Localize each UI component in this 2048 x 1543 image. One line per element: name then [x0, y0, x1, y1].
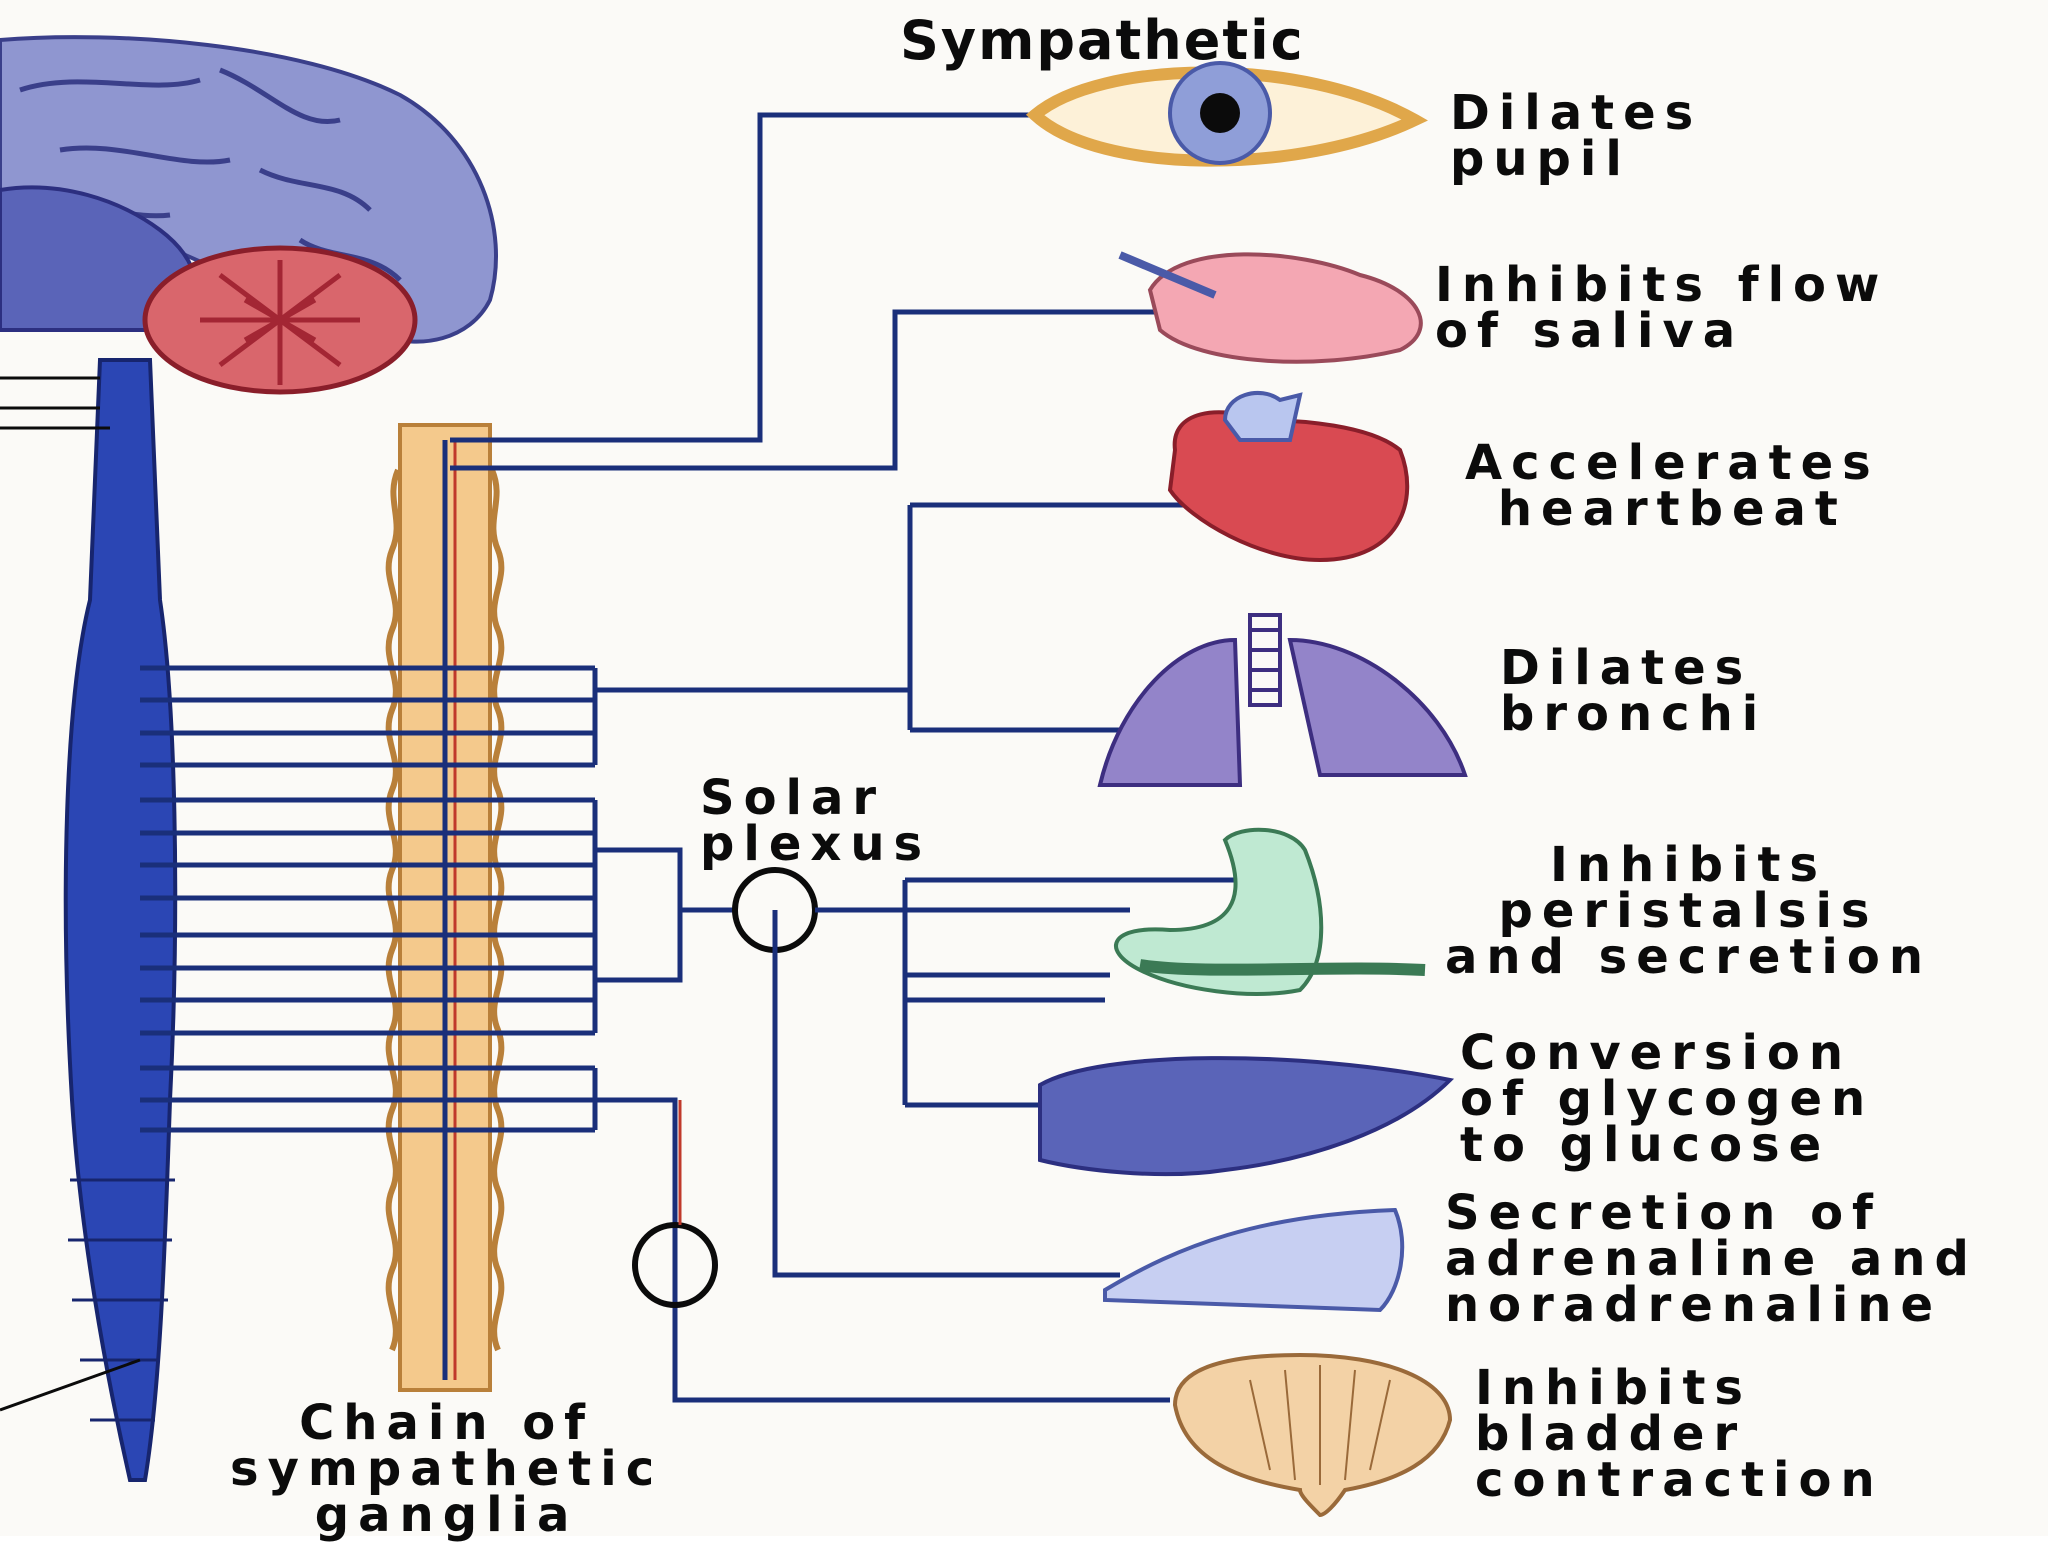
- diagram-title: Sympathetic: [900, 9, 1305, 72]
- bladder: [1172, 1352, 1453, 1518]
- spinal-cord: [0, 358, 178, 1482]
- cerebellum: [142, 245, 418, 395]
- lungs-effect-label: Dilates bronchi: [1500, 640, 1768, 742]
- adrenal-effect-label: Secretion of adrenaline and noradrenalin…: [1445, 1185, 1978, 1333]
- liver-effect-label: Conversion of glycogen to glucose: [1460, 1025, 1875, 1173]
- salivary-gland: [1118, 251, 1423, 364]
- lungs: [1097, 613, 1468, 787]
- bladder-effect-label: Inhibits bladder contraction: [1475, 1360, 1884, 1508]
- sympathetic-ganglia-chain: [385, 423, 505, 1392]
- stomach-effect-label: Inhibits peristalsis and secretion: [1445, 837, 1932, 985]
- ganglia-chain-label: Chain of sympathetic ganglia: [230, 1395, 664, 1543]
- eye-effect-label: Dilates pupil: [1450, 85, 1703, 187]
- heart-effect-label: Accelerates heartbeat: [1465, 435, 1880, 537]
- adrenal-gland: [1103, 1207, 1405, 1313]
- solar-plexus-label: Solar plexus: [700, 770, 932, 872]
- liver: [1038, 1056, 1455, 1177]
- salivary-effect-label: Inhibits flow of saliva: [1435, 257, 1889, 359]
- eye: [1025, 61, 1428, 167]
- heart: [1167, 390, 1410, 563]
- stomach: [1114, 827, 1426, 996]
